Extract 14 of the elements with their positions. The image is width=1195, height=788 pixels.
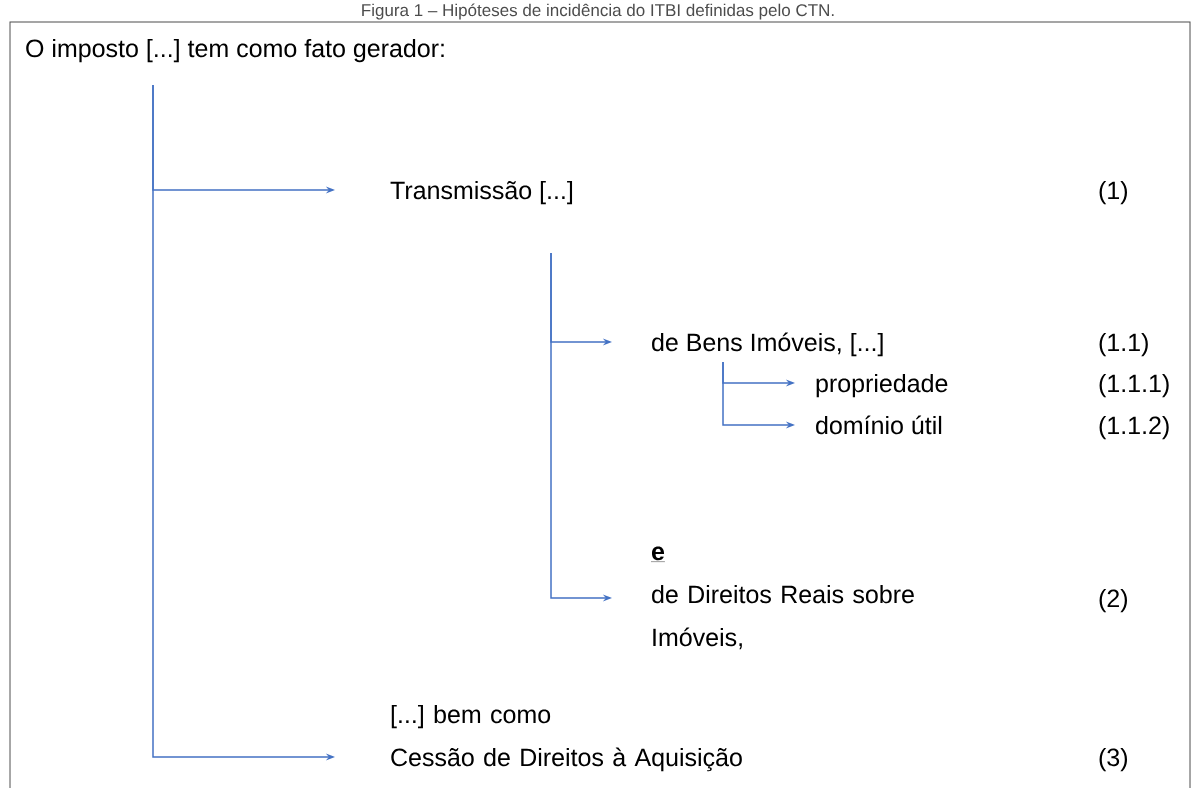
reference-number: (2) — [1099, 588, 1127, 613]
reference-number: (1.1.1) — [1099, 373, 1169, 398]
text-label: de Bens Imóveis, [...] — [652, 332, 883, 357]
reference-number: (1) — [1099, 180, 1127, 205]
text-label: domínio útil — [816, 415, 942, 435]
text-label: propriedade — [816, 373, 948, 398]
text-label: O imposto [...] tem como fato gerador: — [26, 38, 444, 63]
reference-number: (3) — [1099, 747, 1127, 772]
reference-number: (1.1.2) — [1099, 415, 1169, 440]
text-label: Transmissão [...] — [390, 180, 573, 205]
figure-title: Figura 1 – Hipóteses de incidência do ITBI definidas pelo CTN. — [362, 3, 834, 20]
reference-number: (1.1) — [1099, 332, 1148, 357]
text-label: [...] bem como Cessão de Direitos à Aquisição — [391, 704, 742, 772]
text-label: e de Direitos Reais sobre Imóveis, — [650, 546, 914, 650]
